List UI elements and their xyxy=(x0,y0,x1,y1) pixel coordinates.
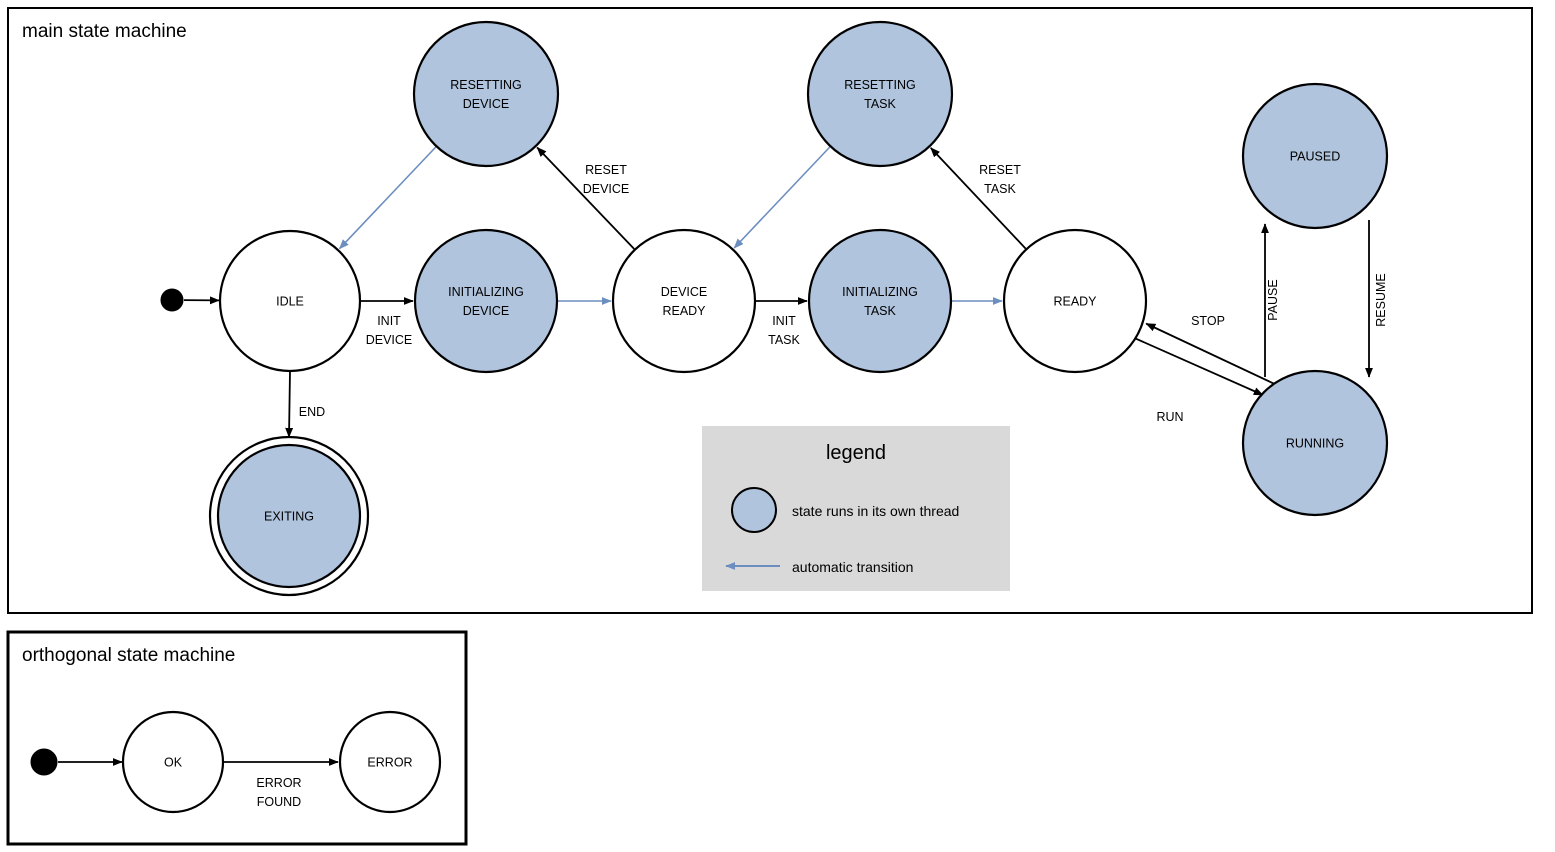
transition-label-text: DEVICE xyxy=(366,333,413,347)
transition-label-text: RESUME xyxy=(1374,273,1388,326)
transition-labels-layer: INIT DEVICE RESET DEVICE INIT TASK RESET TASK RU… xyxy=(256,163,1388,809)
state-circle[interactable] xyxy=(1002,228,1148,374)
state-label: EXITING xyxy=(264,510,314,524)
final-state-outer-ring xyxy=(208,435,370,597)
legend-title: legend xyxy=(826,442,886,464)
transition-label-running-ready: STOP xyxy=(1191,314,1225,328)
state-circle[interactable] xyxy=(1241,82,1389,230)
frame-border-main xyxy=(7,7,1533,614)
state-label: READY xyxy=(662,304,706,318)
state-initializing_device[interactable]: INITIALIZING DEVICE xyxy=(413,228,559,374)
transition-label-text: RESET xyxy=(979,163,1021,177)
transition-label-text: INIT xyxy=(377,314,401,328)
transition-label-ok-error: ERROR FOUND xyxy=(256,776,301,809)
transition-label-text: RESET xyxy=(585,163,627,177)
state-device_ready[interactable]: DEVICE READY xyxy=(611,228,757,374)
state-circle[interactable] xyxy=(338,710,442,814)
state-circle[interactable] xyxy=(121,710,225,814)
transition-label-text: FOUND xyxy=(257,795,301,809)
transition-resetdev-idle xyxy=(338,146,437,250)
frame-title-orthogonal: orthogonal state machine xyxy=(22,645,235,666)
states-layer: IDLERESETTINGDEVICEINITIALIZINGDEVICEDEV… xyxy=(30,20,1389,814)
state-circle[interactable] xyxy=(806,20,954,168)
orthogonal-initial-state-dot xyxy=(30,748,58,776)
transition-label-ready-running: RUN xyxy=(1156,410,1183,424)
state-circle[interactable] xyxy=(218,229,362,373)
state-label: RESETTING xyxy=(844,78,916,92)
state-label: TASK xyxy=(864,97,896,111)
state-label: RESETTING xyxy=(450,78,522,92)
state-exiting[interactable]: EXITING xyxy=(208,435,370,597)
transition-label-text: RUN xyxy=(1156,410,1183,424)
state-running[interactable]: RUNNING xyxy=(1241,369,1389,517)
legend-entry-thread-state: state runs in its own thread xyxy=(731,487,959,533)
legend-entry-label: automatic transition xyxy=(792,559,913,575)
legend-box: legend state runs in its own thread automa… xyxy=(702,426,1010,591)
state-label: RUNNING xyxy=(1286,437,1344,451)
transition-idle-exiting xyxy=(285,370,294,438)
transition-label-text: PAUSE xyxy=(1266,279,1280,320)
transition-label-text: ERROR xyxy=(256,776,301,790)
transition-ready-resettask xyxy=(930,147,1027,250)
legend-entry-auto-transition: automatic transition xyxy=(725,559,913,575)
legend-thread-state-swatch xyxy=(731,487,777,533)
legend-entry-label: state runs in its own thread xyxy=(792,503,959,519)
main-initial-state-dot xyxy=(160,288,184,312)
transition-label-ready-resettask: RESET TASK xyxy=(979,163,1021,196)
state-resetting_device[interactable]: RESETTING DEVICE xyxy=(412,20,560,168)
transition-label-running-paused: PAUSE xyxy=(1266,279,1280,320)
state-label: TASK xyxy=(864,304,896,318)
transition-label-text: TASK xyxy=(984,182,1016,196)
state-label: INITIALIZING xyxy=(842,285,918,299)
transition-label-idle-init-device: INIT DEVICE xyxy=(366,314,413,347)
state-label: ERROR xyxy=(367,756,412,770)
transition-label-text: DEVICE xyxy=(583,182,630,196)
state-circle[interactable] xyxy=(412,20,560,168)
state-label: OK xyxy=(164,756,183,770)
frame-border-orthogonal xyxy=(6,630,468,846)
state-label: DEVICE xyxy=(463,97,510,111)
transitions-layer xyxy=(58,146,1373,766)
state-paused[interactable]: PAUSED xyxy=(1241,82,1389,230)
transition-label-paused-running: RESUME xyxy=(1374,273,1388,326)
state-label: PAUSED xyxy=(1290,150,1340,164)
state-circle[interactable] xyxy=(807,228,953,374)
transition-running-ready xyxy=(1145,322,1282,388)
frames-layer: main state machine orthogonal state machi… xyxy=(6,7,1533,846)
transition-deviceready-resetdev xyxy=(536,146,635,250)
state-resetting_task[interactable]: RESETTING TASK xyxy=(806,20,954,168)
state-circle[interactable] xyxy=(413,228,559,374)
frame-main: main state machine xyxy=(7,7,1533,614)
transition-label-deviceready-inittask: INIT TASK xyxy=(768,314,800,347)
transition-ready-running xyxy=(1134,337,1264,396)
state-label: INITIALIZING xyxy=(448,285,524,299)
transition-label-deviceready-resetdev: RESET DEVICE xyxy=(583,163,630,196)
frame-orthogonal: orthogonal state machine xyxy=(6,630,468,846)
transition-label-idle-exiting: END xyxy=(299,405,325,419)
transition-label-text: INIT xyxy=(772,314,796,328)
transition-label-text: STOP xyxy=(1191,314,1225,328)
state-circle[interactable] xyxy=(216,443,362,589)
frame-title-main: main state machine xyxy=(22,21,187,42)
state-circle[interactable] xyxy=(1241,369,1389,517)
state-initializing_task[interactable]: INITIALIZING TASK xyxy=(807,228,953,374)
state-idle[interactable]: IDLE xyxy=(218,229,362,373)
state-label: IDLE xyxy=(276,295,304,309)
state-circle[interactable] xyxy=(611,228,757,374)
state-label: DEVICE xyxy=(661,285,708,299)
state-ready[interactable]: READY xyxy=(1002,228,1148,374)
state-label: READY xyxy=(1053,295,1097,309)
transition-resettask-deviceready xyxy=(733,146,831,249)
state-error[interactable]: ERROR xyxy=(338,710,442,814)
transition-label-text: TASK xyxy=(768,333,800,347)
state-ok[interactable]: OK xyxy=(121,710,225,814)
state-label: DEVICE xyxy=(463,304,510,318)
transition-label-text: END xyxy=(299,405,325,419)
